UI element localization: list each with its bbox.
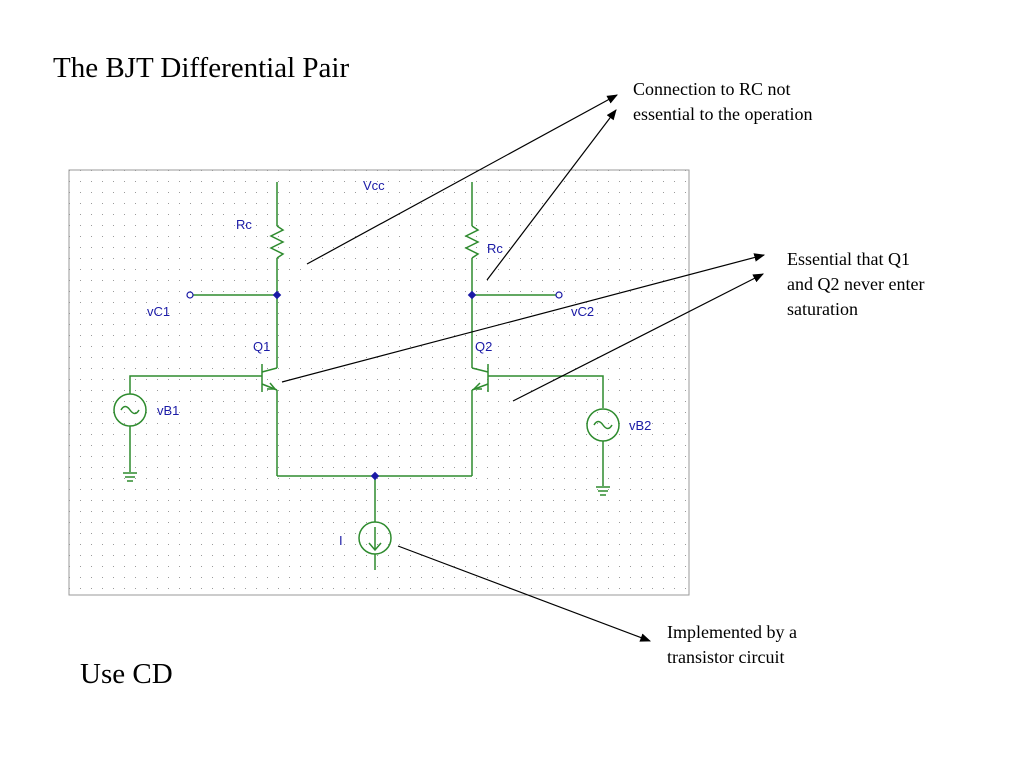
schematic-frame: [68, 169, 690, 596]
label-vc2: vC2: [571, 304, 594, 319]
transistor-q1: [261, 346, 278, 476]
annotation-line: essential to the operation: [633, 104, 813, 124]
label-rc-right: Rc: [487, 241, 503, 256]
resistor-rc-right: [464, 225, 480, 259]
resistor-rc-left: [269, 225, 285, 259]
label-vb2: vB2: [629, 418, 651, 433]
arrow-q2: [512, 273, 764, 402]
label-q2: Q2: [475, 339, 492, 354]
annotation-saturation: Essential that Q1 and Q2 never enter sat…: [787, 247, 924, 322]
label-vb1: vB1: [157, 403, 179, 418]
label-current-i: I: [339, 533, 343, 548]
slide-title: The BJT Differential Pair: [53, 52, 350, 84]
arrow-rc-left: [306, 94, 618, 265]
annotation-line: Connection to RC not: [633, 79, 791, 99]
ground-icon: [123, 472, 137, 482]
junction-nodes: [272, 290, 477, 481]
circuit-wires: [113, 182, 620, 570]
footer-text: Use CD: [80, 658, 173, 690]
annotation-line: Essential that Q1: [787, 249, 910, 269]
annotation-line: and Q2 never enter: [787, 274, 925, 294]
transistor-q2: [471, 346, 489, 476]
terminal-vc1: [186, 291, 194, 299]
annotation-line: saturation: [787, 299, 858, 319]
arrow-q1: [281, 253, 766, 383]
annotation-line: transistor circuit: [667, 647, 785, 667]
annotation-line: Implemented by a: [667, 622, 797, 642]
label-vcc: Vcc: [363, 178, 385, 193]
ground-icon: [596, 486, 610, 496]
label-rc-left: Rc: [236, 217, 252, 232]
annotation-current-source: Implemented by a transistor circuit: [667, 620, 797, 670]
label-q1: Q1: [253, 339, 270, 354]
arrow-current-source: [397, 545, 652, 642]
arrow-rc-right: [486, 109, 617, 281]
schematic-grid: [69, 170, 689, 595]
annotation-rc-connection: Connection to RC not essential to the op…: [633, 77, 812, 127]
annotation-arrows: [281, 94, 766, 642]
terminal-vc2: [555, 291, 563, 299]
label-vc1: vC1: [147, 304, 170, 319]
